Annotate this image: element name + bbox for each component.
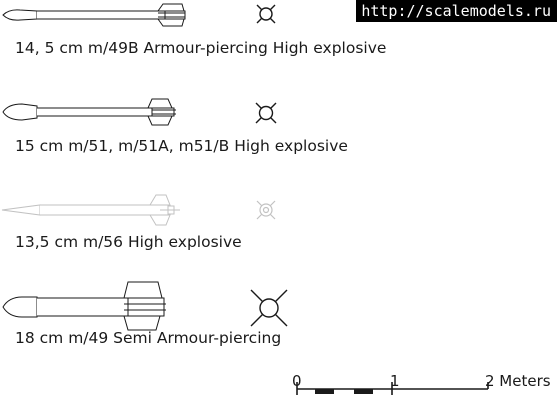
rocket-2-warhead bbox=[2, 103, 38, 121]
scale-label-1: 1 bbox=[390, 372, 400, 390]
rocket-4-rear-view bbox=[250, 289, 288, 327]
rocket-4-motor bbox=[127, 297, 165, 317]
scale-label-2: 2 Meters bbox=[485, 372, 551, 390]
rocket-3-side-view bbox=[1, 194, 180, 226]
rocket-4-side-view bbox=[2, 281, 166, 331]
rocket-4-body bbox=[37, 297, 129, 317]
scale-bar bbox=[296, 382, 489, 395]
rocket-1-fin-bottom bbox=[157, 18, 185, 27]
rocket-3-warhead bbox=[1, 204, 41, 216]
rocket-3-body bbox=[40, 204, 169, 216]
rocket-1-caption: 14, 5 cm m/49B Armour-piercing High expl… bbox=[15, 39, 387, 57]
rocket-1-body bbox=[37, 10, 166, 20]
rocket-1-warhead bbox=[2, 9, 38, 21]
watermark: http://scalemodels.ru bbox=[356, 0, 557, 22]
rocket-2-body bbox=[37, 107, 153, 117]
rocket-1-motor bbox=[164, 10, 186, 20]
rocket-1-side-view bbox=[2, 3, 186, 27]
rocket-3-fin-bottom bbox=[149, 214, 171, 226]
rocket-4-fin-bottom bbox=[123, 315, 161, 331]
rocket-2-side-view bbox=[2, 98, 176, 126]
rocket-1-fin-top bbox=[157, 3, 185, 12]
rocket-2-caption: 15 cm m/51, m/51A, m51/B High explosive bbox=[15, 137, 348, 155]
rocket-4-warhead bbox=[2, 296, 38, 318]
scale-label-0: 0 bbox=[292, 372, 302, 390]
rocket-2-fin-bottom bbox=[147, 115, 173, 126]
rocket-4-fin-top bbox=[123, 281, 163, 299]
rocket-3-fin-top bbox=[149, 194, 171, 206]
rocket-4-caption: 18 cm m/49 Semi Armour-piercing bbox=[15, 329, 282, 347]
rocket-2-motor bbox=[151, 107, 175, 117]
rocket-3-rear-view bbox=[256, 200, 276, 220]
rocket-2-fin-top bbox=[147, 98, 173, 109]
rocket-1-rear-view bbox=[256, 4, 276, 24]
rocket-3-caption: 13,5 cm m/56 High explosive bbox=[15, 233, 242, 251]
rocket-2-rear-view bbox=[255, 102, 277, 124]
